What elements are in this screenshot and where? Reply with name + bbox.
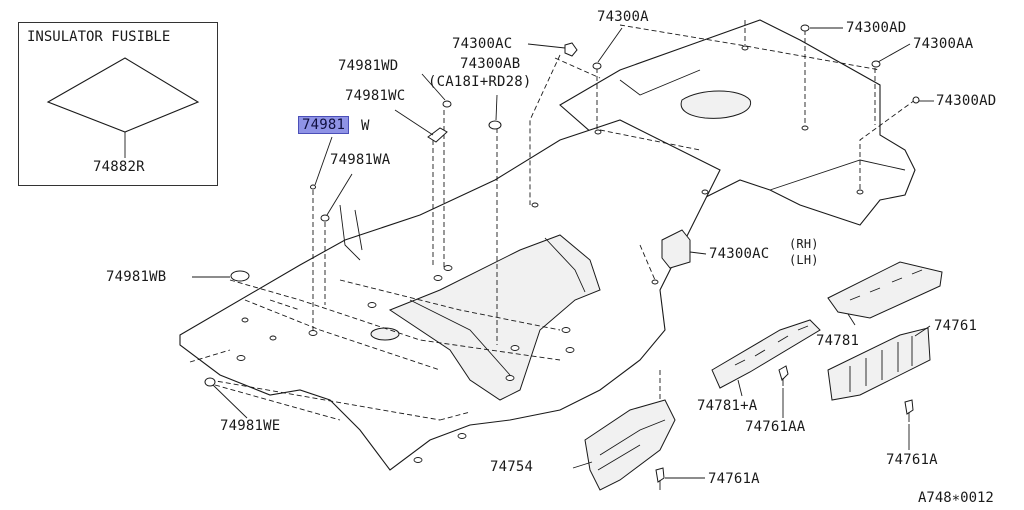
part-label-74981wb[interactable]: 74981WB	[106, 269, 167, 285]
part-label-74761aa[interactable]: 74761AA	[745, 419, 806, 435]
part-label-74300ac-side[interactable]: 74300AC	[709, 246, 770, 262]
dashed-guides	[189, 20, 916, 421]
part-label-74761[interactable]: 74761	[934, 318, 978, 334]
heat-insulator-74754	[584, 399, 676, 491]
part-label-74300a[interactable]: 74300A	[597, 9, 649, 25]
part-label-74981wc[interactable]: 74981WC	[345, 88, 406, 104]
part-label-74981wd[interactable]: 74981WD	[338, 58, 399, 74]
side-sill	[339, 204, 363, 261]
heat-insulator-74781	[827, 261, 943, 319]
part-label-74754[interactable]: 74754	[490, 459, 534, 475]
heat-insulator-74781-ribs	[849, 269, 923, 301]
heat-insulator-74761-ribs	[849, 336, 913, 392]
part-label-74981w-highlighted[interactable]: 74981	[298, 116, 350, 134]
part-label-74300ab-note: (CA18I+RD28)	[428, 74, 532, 90]
diagram-reference-code: A748∗0012	[918, 490, 994, 506]
heat-insulator-74754-ribs	[597, 419, 666, 471]
part-label-74882r[interactable]: 74882R	[93, 159, 145, 175]
inset-title: INSULATOR FUSIBLE	[27, 29, 171, 45]
insulator-fusible-inset: INSULATOR FUSIBLE 74882R	[18, 22, 218, 186]
part-label-74781[interactable]: 74781	[816, 333, 860, 349]
floor-holes	[236, 45, 864, 463]
part-label-74981w-suffix: W	[361, 118, 370, 134]
spare-wheel-well	[680, 90, 752, 119]
plugs	[204, 24, 920, 387]
part-label-74981wa[interactable]: 74981WA	[330, 152, 391, 168]
part-label-74300ac-top[interactable]: 74300AC	[452, 36, 513, 52]
part-label-74761a-right[interactable]: 74761A	[886, 452, 938, 468]
dashed-guides-2	[229, 24, 881, 371]
part-label-74300aa[interactable]: 74300AA	[913, 36, 974, 52]
part-label-74761a-bottom[interactable]: 74761A	[708, 471, 760, 487]
part-label-74300ab[interactable]: 74300AB	[460, 56, 521, 72]
insulator-fusible-diamond	[46, 57, 200, 133]
part-label-74300ad-right[interactable]: 74300AD	[936, 93, 997, 109]
heat-insulator-74781a-ribs	[734, 325, 809, 366]
part-label-74300ad-top[interactable]: 74300AD	[846, 20, 907, 36]
part-label-74300ac-rh: (RH)	[789, 237, 819, 251]
heat-insulator-74761	[827, 327, 931, 401]
side-insulator-74300ac	[661, 229, 691, 269]
floor-plug-large	[370, 327, 400, 341]
part-label-74781a[interactable]: 74781+A	[697, 398, 758, 414]
leader-lines	[192, 27, 934, 479]
tunnel-ridge	[409, 237, 586, 376]
part-label-74981we[interactable]: 74981WE	[220, 418, 281, 434]
heat-insulator-74781a	[711, 319, 821, 389]
part-label-74300ac-lh: (LH)	[789, 253, 819, 267]
bolts	[655, 365, 914, 490]
floor-tunnel	[388, 234, 601, 401]
